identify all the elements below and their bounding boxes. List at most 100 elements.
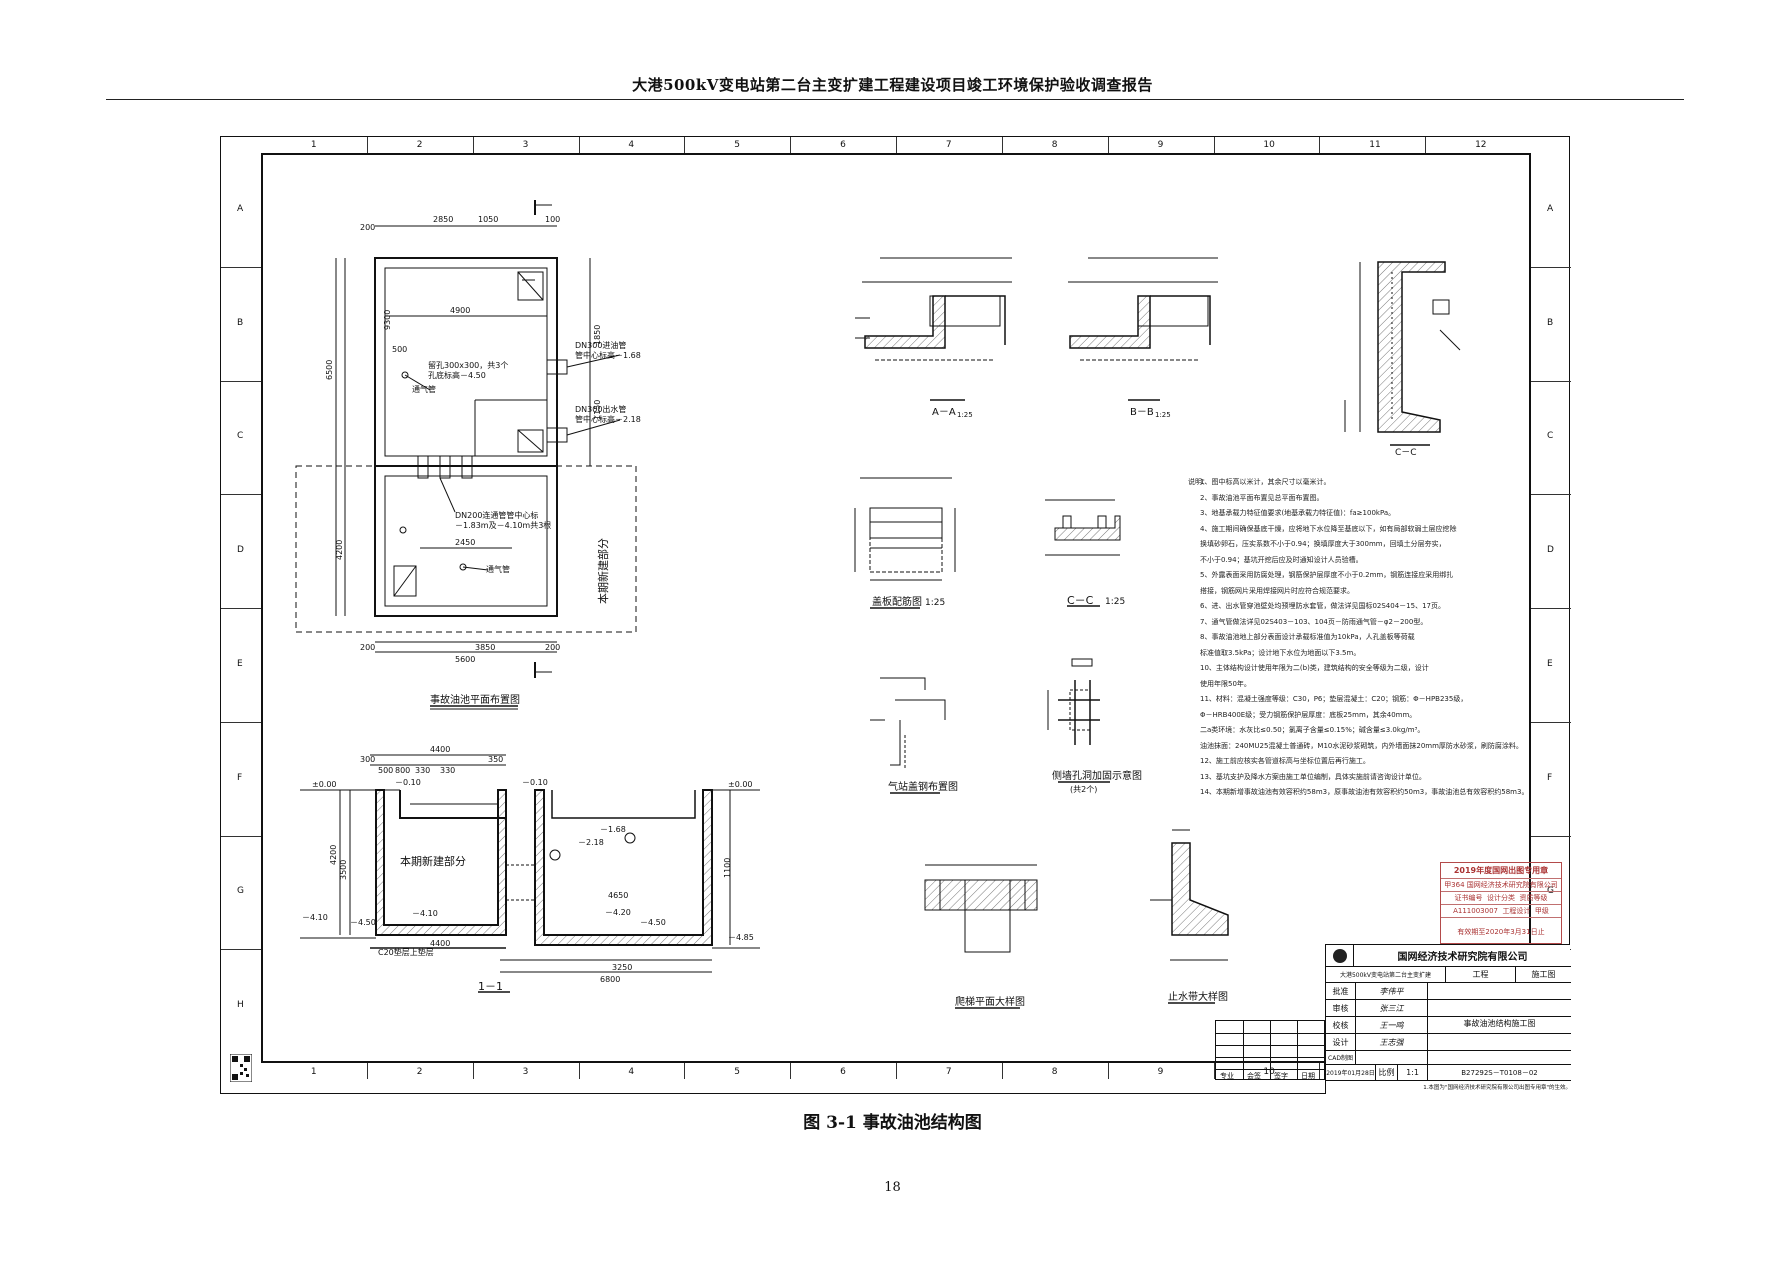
plan-dim-3: 100 [545,215,560,224]
zone-column-label: 9 [1157,140,1164,150]
wall-hole-subtitle: (共2个) [1070,785,1097,794]
note-line: 4、施工期间确保基底干燥，应将地下水位降至基底以下，如有局部软弱土层应挖除 [1200,524,1457,533]
wall-hole-view [1047,658,1110,783]
plan-dim-1: 1050 [478,215,498,224]
stamp-line-5: 有效期至2020年3月31日止 [1457,928,1545,936]
notes-list: 1、图中标高以米计，其余尺寸以毫米计。2、事故油池平面布置见总平面布置图。3、地… [1200,475,1530,801]
plan-new-part-label: 本期新建部分 [596,538,610,604]
zone-row-label: H [237,1000,244,1011]
header-rule [106,99,1684,100]
zone-column-label: 12 [1475,140,1487,150]
figure-caption: 图 3-1 事故油池结构图 [803,1113,982,1133]
zone-column-label: 2 [416,140,423,150]
zone-divider [684,137,686,153]
section-dim-12: 4400 [430,939,450,948]
plan-label-dn200-elev: －1.83m及－4.10m共3根 [455,520,551,530]
section-elev-10: －4.85 [728,933,754,942]
zone-divider [1213,1063,1215,1079]
zone-row-label: G [237,886,244,897]
countersign-label: 会签 [1247,1072,1261,1080]
zone-column-label: 4 [628,1067,635,1077]
section-1-1-title: 1－1 [478,980,503,993]
plan-dim-5: 4900 [450,306,470,315]
note-line: 13、基坑支护及降水方案由施工单位编制，具体实施前请咨询设计单位。 [1200,772,1426,781]
stamp-class-label: 设计分类 [1487,894,1515,902]
section-1-1 [300,754,760,993]
plan-dim-10: 200 [545,643,560,652]
note-line: 14、本期新增事故油池有效容积约58m3，原事故油池有效容积约50m3，事故油池… [1200,788,1529,796]
plan-dim-11: 5600 [455,655,475,664]
section-elev-3: ±0.00 [728,780,753,789]
note-line: Φ－HRB400E级；受力钢筋保护层厚度：底板25mm，其余40mm。 [1200,710,1417,719]
note-line: 搭接，钢筋网片采用焊接网片时应符合规范要求。 [1200,586,1354,595]
zone-column-label: 11 [1369,140,1381,150]
tb-verify-label: 校核 [1326,1017,1356,1033]
tb-design-label: 设计 [1326,1034,1356,1050]
zone-row-label: A [1547,203,1554,214]
notes-title: 说明： [1188,478,1209,486]
plan-label-vent: 通气管 [412,384,436,394]
note-line: 标准值取3.5kPa；设计地下水位为地面以下3.5m。 [1200,648,1361,657]
tb-approve-signature: 李伟平 [1356,983,1428,999]
tb-row-review: 审核 张三江 [1326,1000,1571,1017]
section-note: C20垫层上垫层 [378,947,434,957]
zone-row-label: F [237,772,243,783]
section-elev-1: －0.10 [395,778,421,787]
note-line: 11、材料：混凝土强度等级：C30，P6；垫层混凝土：C20；钢筋：Φ－HPB2… [1200,695,1468,703]
stamp-class-value: 工程设计 [1502,907,1531,915]
section-bb-scale: 1:25 [1155,411,1171,419]
zone-column-label: 1 [310,140,317,150]
zone-divider [790,137,792,153]
plan-dim-6: 1850 [593,325,602,345]
note-line: 使用年限50年。 [1200,679,1251,688]
zone-divider [896,1063,897,1079]
ladder-detail-view [924,864,1038,1009]
zone-column-label: 8 [1051,1067,1058,1077]
tb-stage-label: 工程 [1446,967,1516,982]
zone-row-label: C [237,431,244,442]
section-elev-6: －4.10 [412,909,438,918]
section-elev-8: －4.50 [350,918,376,927]
zone-divider [1213,137,1215,153]
plan-dim-14: 9300 [383,310,392,330]
section-elev-2: －0.10 [522,778,548,787]
zone-divider [1001,1063,1003,1079]
section-dim-3: 800 [395,766,410,775]
stamp-cert-value: A111003007 [1453,907,1498,915]
section-cc-scale: 1:25 [1105,597,1125,607]
zone-divider [472,1063,474,1079]
title-block: 国网经济技术研究院有限公司 大港500kV变电站第二台主变扩建 工程 施工图 批… [1325,944,1571,1094]
note-line: 5、外露表面采用防腐处理，钢筋保护层厚度不小于0.2mm，钢筋连接应采用绑扎 [1200,571,1454,579]
note-line: 3、地基承载力特征值要求(地基承载力特征值)：fa≥100kPa。 [1200,509,1396,517]
section-elev-0: ±0.00 [312,780,337,789]
zone-column-label: 1 [310,1067,317,1077]
zone-row-label: D [237,545,244,556]
zone-divider [366,137,368,153]
section-new-part-label: 本期新建部分 [400,854,466,868]
zone-column-label: 10 [1263,140,1275,150]
report-header-title: 大港500kV变电站第二台主变扩建工程建设项目竣工环境保护验收调查报告 [632,76,1153,94]
wall-hole-title: 侧墙孔洞加固示意图 [1052,769,1142,782]
gas-detail-title: 气站盖钢布置图 [888,780,958,793]
zone-row-label: C [1547,431,1554,442]
section-dim-2: 500 [378,766,393,775]
zone-divider [221,494,261,496]
zone-divider [221,266,261,268]
section-bb-title: B－B [1130,407,1154,418]
tb-row-design: 设计 王志强 [1326,1034,1571,1051]
note-line: 7、通气管做法详见02S403－103、104页－防雨通气管－φ2－200型。 [1200,617,1428,626]
company-logo-icon [1326,945,1354,966]
zone-row-label: F [1547,772,1553,783]
zone-column-label: 5 [734,140,740,150]
plan-dim-15: 500 [392,345,407,354]
tb-review-label: 审核 [1326,1000,1356,1016]
zone-column-label: 7 [945,1067,952,1077]
water-stop-title: 止水带大样图 [1168,990,1228,1003]
stamp-line-1: 2019年度国网出图专用章 [1441,863,1561,879]
plan-label-dn300-out-elev: 管中心标高－2.18 [575,414,641,424]
countersign-specialty: 专业 [1220,1072,1234,1080]
section-dim-13: 1100 [723,858,732,878]
section-dim-6: 350 [488,755,503,764]
note-line: 10、主体结构设计使用年限为二(b)类，建筑结构的安全等级为二级，设计 [1200,664,1429,672]
